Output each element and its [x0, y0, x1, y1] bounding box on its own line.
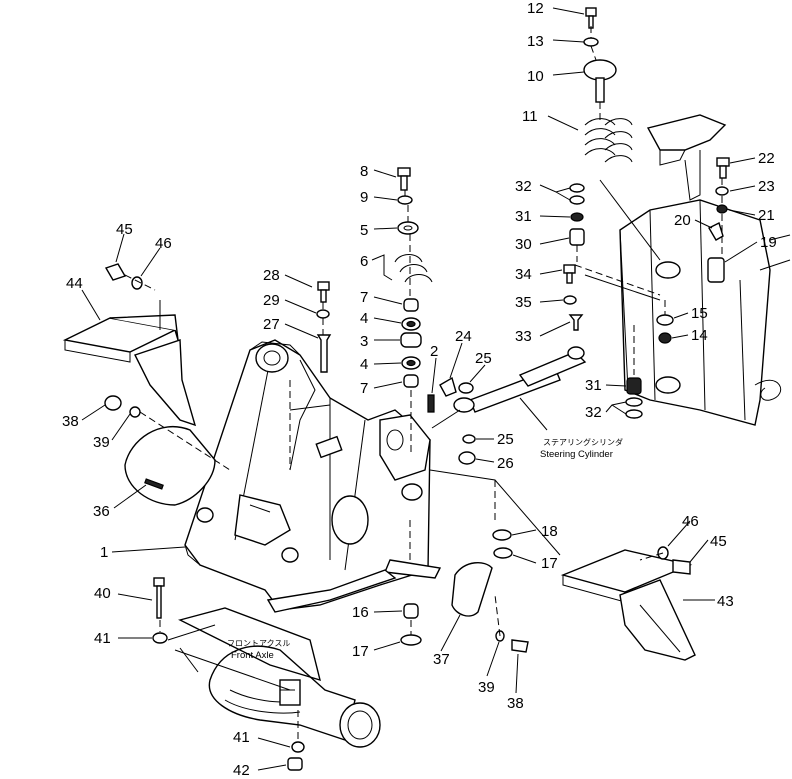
callout-6: 6 — [360, 253, 368, 270]
leader-lines — [81, 7, 758, 771]
cover-36 — [124, 425, 216, 506]
callout-39-left: 39 — [93, 434, 110, 451]
cover-37 — [451, 562, 493, 617]
callout-41-bottom: 41 — [233, 729, 250, 746]
callout-11: 11 — [522, 108, 538, 125]
front-axle — [167, 607, 381, 748]
assembly-lines — [124, 26, 723, 742]
callout-33: 33 — [515, 328, 532, 345]
callout-24: 24 — [455, 328, 472, 345]
callout-3: 3 — [360, 333, 368, 350]
callout-13: 13 — [527, 33, 544, 50]
callout-4-lower: 4 — [360, 356, 368, 373]
callout-28: 28 — [263, 267, 280, 284]
callout-2: 2 — [430, 343, 438, 360]
callout-18: 18 — [541, 523, 558, 540]
callout-17-upper: 17 — [541, 555, 558, 572]
callout-45-left: 45 — [116, 221, 133, 238]
callout-37: 37 — [433, 651, 450, 668]
callout-30: 30 — [515, 236, 532, 253]
callout-10: 10 — [527, 68, 544, 85]
callout-7-lower: 7 — [360, 380, 368, 397]
callout-32-upper: 32 — [515, 178, 532, 195]
front-axle-caption-jp: フロントアクスル — [227, 639, 290, 648]
callout-25-upper: 25 — [475, 350, 492, 367]
callout-27: 27 — [263, 316, 280, 333]
callout-21: 21 — [758, 207, 775, 224]
callout-46-right: 46 — [682, 513, 699, 530]
callout-39-right: 39 — [478, 679, 495, 696]
callout-41-left: 41 — [94, 630, 111, 647]
steering-cylinder — [431, 346, 587, 429]
callout-23: 23 — [758, 178, 775, 195]
callout-5: 5 — [360, 222, 368, 239]
callout-46-left: 46 — [155, 235, 172, 252]
callout-14: 14 — [691, 327, 708, 344]
front-axle-caption-en: Front Axle — [231, 650, 274, 661]
callout-19: 19 — [760, 234, 777, 251]
callout-31-lower: 31 — [585, 377, 602, 394]
callout-7-upper: 7 — [360, 289, 368, 306]
front-frame — [184, 339, 442, 613]
callout-4-upper: 4 — [360, 310, 368, 327]
callout-36: 36 — [93, 503, 110, 520]
hardware — [104, 7, 730, 771]
callout-20: 20 — [674, 212, 691, 229]
callout-38-right: 38 — [507, 695, 524, 712]
callout-12: 12 — [527, 0, 544, 17]
callout-1: 1 — [100, 544, 108, 561]
captions: ステアリングシリンダ Steering Cylinder フロントアクスル Fr… — [227, 437, 623, 661]
callout-29: 29 — [263, 292, 280, 309]
step-43 — [429, 469, 696, 661]
callout-42: 42 — [233, 762, 250, 779]
callout-43: 43 — [717, 593, 734, 610]
callout-34: 34 — [515, 266, 532, 283]
callout-9: 9 — [360, 189, 368, 206]
callout-15: 15 — [691, 305, 708, 322]
callout-38-left: 38 — [62, 413, 79, 430]
callout-25-lower: 25 — [497, 431, 514, 448]
callout-22: 22 — [758, 150, 775, 167]
callout-45-right: 45 — [710, 533, 727, 550]
callout-26: 26 — [497, 455, 514, 472]
callout-17-lower: 17 — [352, 643, 369, 660]
steering-cylinder-caption-en: Steering Cylinder — [540, 449, 613, 460]
step-44 — [62, 300, 197, 427]
callout-8: 8 — [360, 163, 368, 180]
steering-cylinder-caption-jp: ステアリングシリンダ — [543, 437, 623, 447]
callout-44: 44 — [66, 275, 83, 292]
callout-35: 35 — [515, 294, 532, 311]
callout-16: 16 — [352, 604, 369, 621]
callout-40: 40 — [94, 585, 111, 602]
callout-labels: 12 13 10 11 8 9 5 6 7 4 3 4 7 2 24 25 25… — [62, 0, 777, 779]
callout-32-lower: 32 — [585, 404, 602, 421]
callout-31-upper: 31 — [515, 208, 532, 225]
